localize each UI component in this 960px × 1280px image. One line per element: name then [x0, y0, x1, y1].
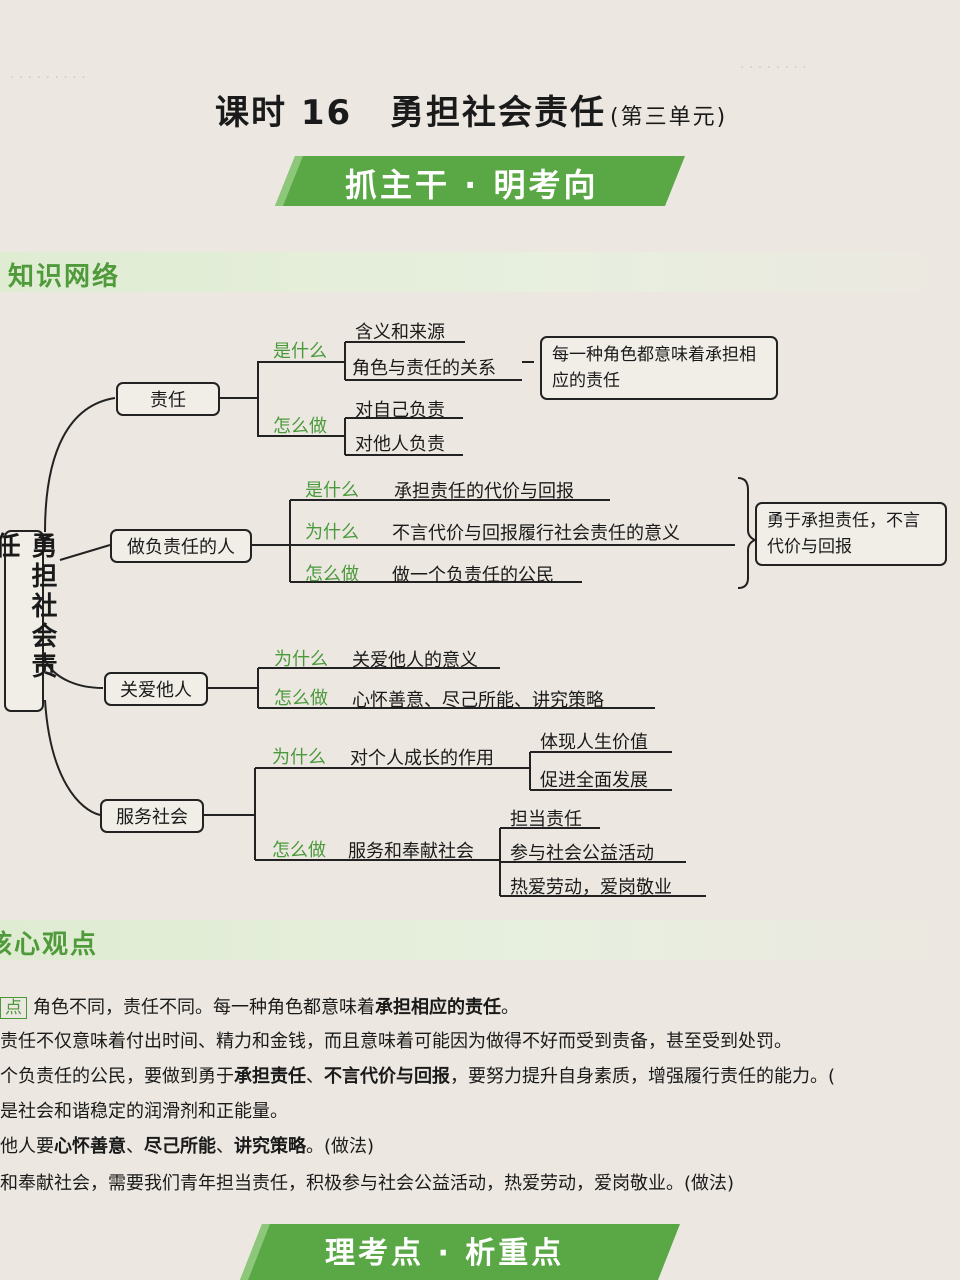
core-keyword: 尽己所能 [144, 1136, 216, 1157]
node-others-responsible: 对他人负责 [355, 434, 445, 455]
node-take-responsibility: 担当责任 [510, 809, 582, 830]
unit-subtitle: (第三单元) [610, 105, 728, 130]
core-text: ，要努力提升自身素质，增强履行责任的能力。( [450, 1066, 836, 1087]
node-cost-reward: 承担责任的代价与回报 [394, 481, 574, 502]
banner-shape [275, 156, 685, 206]
core-line-2: 责任不仅意味着付出时间、精力和金钱，而且意味着可能因为做得不好而受到责备，甚至受… [0, 1031, 792, 1052]
core-line-6: 和奉献社会，需要我们青年担当责任，积极参与社会公益活动，热爱劳动，爱岗敬业。(做… [0, 1173, 735, 1194]
node-role-responsibility: 角色与责任的关系 [352, 358, 496, 379]
core-text: 、 [306, 1066, 324, 1087]
core-keyword: 承担相应的责任 [375, 997, 501, 1018]
core-text: 、 [126, 1136, 144, 1157]
core-line-1: 点角色不同，责任不同。每一种角色都意味着承担相应的责任。 [0, 997, 519, 1019]
core-text: 。 [501, 997, 519, 1018]
node-responsible-citizen: 做一个负责任的公民 [392, 565, 554, 586]
note-each-role: 每一种角色都意味着承担相应的责任 [540, 336, 778, 400]
tag-how: 怎么做 [272, 840, 326, 861]
tag-why: 为什么 [274, 649, 328, 670]
mindmap-root: 勇担社会责任 [0, 530, 57, 712]
tag-how: 怎么做 [305, 564, 359, 585]
section-band [0, 252, 960, 292]
core-keyword: 不言代价与回报 [324, 1066, 450, 1087]
node-love-labor: 热爱劳动，爱岗敬业 [510, 877, 672, 898]
banner-title: 抓主干 · 明考向 [345, 166, 599, 204]
tag-how: 怎么做 [274, 688, 328, 709]
branch-responsibility: 责任 [116, 382, 220, 416]
core-text: 。(做法) [306, 1136, 375, 1157]
core-text: 角色不同，责任不同。每一种角色都意味着 [33, 997, 375, 1018]
core-line-4: 是社会和谐稳定的润滑剂和正能量。 [0, 1101, 288, 1122]
node-public-welfare: 参与社会公益活动 [510, 843, 654, 864]
core-line-3: 个负责任的公民，要做到勇于承担责任、不言代价与回报，要努力提升自身素质，增强履行… [0, 1067, 835, 1087]
branch-care-others: 关爱他人 [104, 672, 208, 706]
tag-what: 是什么 [305, 480, 359, 501]
tag-how: 怎么做 [273, 416, 327, 437]
node-personal-growth: 对个人成长的作用 [350, 748, 494, 769]
core-text: 他人要 [0, 1136, 54, 1157]
tag-what: 是什么 [273, 341, 327, 362]
bleed-text: · · · · · · · · · [10, 70, 86, 86]
core-keyword: 承担责任 [234, 1066, 306, 1087]
page-title: 课时 16 勇担社会责任(第三单元) [215, 85, 727, 134]
node-life-value: 体现人生价值 [540, 732, 648, 753]
bleed-text: · · · · · · · · [740, 60, 807, 76]
branch-responsible-person: 做负责任的人 [110, 529, 252, 563]
section-band [0, 920, 960, 960]
lesson-title: 勇担社会责任 [390, 93, 606, 133]
node-care-method: 心怀善意、尽己所能、讲究策略 [352, 690, 604, 711]
core-line-5: 他人要心怀善意、尽己所能、讲究策略。(做法) [0, 1137, 374, 1157]
core-text: 个负责任的公民，要做到勇于 [0, 1066, 234, 1087]
node-all-round-development: 促进全面发展 [540, 770, 648, 791]
core-text: 、 [216, 1136, 234, 1157]
lesson-number: 课时 16 [215, 93, 353, 133]
note-brave-responsibility: 勇于承担责任，不言代价与回报 [755, 502, 947, 566]
section-title-core-views: 核心观点 [0, 930, 99, 960]
point-tag: 点 [0, 997, 27, 1019]
tag-why: 为什么 [305, 522, 359, 543]
core-keyword: 心怀善意 [54, 1136, 126, 1157]
bottom-banner-shape [240, 1224, 680, 1280]
node-significance: 不言代价与回报履行社会责任的意义 [392, 523, 680, 544]
section-title-knowledge-network: 知识网络 [8, 262, 121, 292]
node-care-significance: 关爱他人的意义 [352, 650, 478, 671]
node-self-responsible: 对自己负责 [355, 400, 445, 421]
bottom-banner-title: 理考点 · 析重点 [325, 1236, 565, 1271]
branch-serve-society: 服务社会 [100, 799, 204, 833]
node-serve-dedicate: 服务和奉献社会 [348, 841, 474, 862]
tag-why: 为什么 [272, 747, 326, 768]
core-keyword: 讲究策略 [234, 1136, 306, 1157]
node-meaning-origin: 含义和来源 [355, 322, 445, 343]
